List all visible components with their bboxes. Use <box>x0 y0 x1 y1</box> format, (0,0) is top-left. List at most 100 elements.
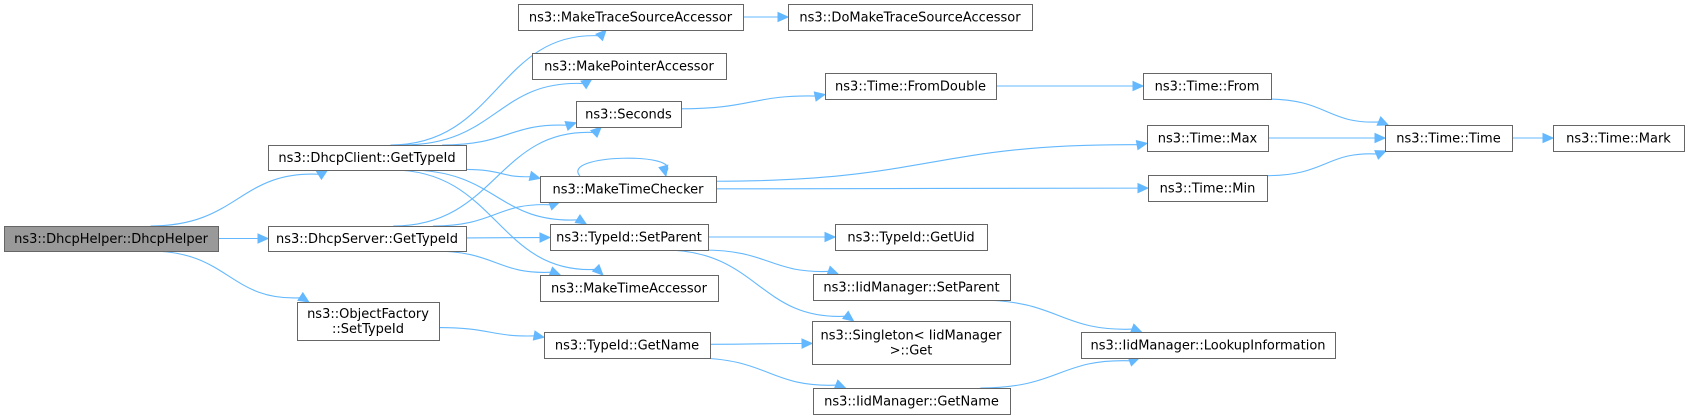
node-label-makepointeraccessor: ns3::MakePointerAccessor <box>544 60 714 75</box>
edge-server_gettypeid-to-maketimechecker <box>432 204 553 227</box>
node-label-time_mark: ns3::Time::Mark <box>1566 132 1671 147</box>
node-box-time_time <box>1385 125 1513 152</box>
node-label-server_gettypeid: ns3::DhcpServer::GetTypeId <box>276 232 458 247</box>
edge-maketimechecker-to-maketimechecker <box>577 157 669 177</box>
node-time_min[interactable]: ns3::Time::Min <box>1148 175 1268 202</box>
node-root[interactable]: ns3::DhcpHelper::DhcpHelper <box>4 226 219 252</box>
edge-seconds-to-time_fromdouble <box>680 95 818 110</box>
edge-objectfactory_settypeid-to-typeid_getname <box>438 327 537 337</box>
node-box-root <box>4 226 219 252</box>
node-label-maketracesourceaccessor: ns3::MakeTraceSourceAccessor <box>529 11 733 26</box>
node-label-time_time: ns3::Time::Time <box>1396 132 1500 147</box>
node-box-iidmanager_getname <box>813 388 1011 415</box>
node-makepointeraccessor[interactable]: ns3::MakePointerAccessor <box>532 53 727 80</box>
node-label-typeid_getuid: ns3::TypeId::GetUid <box>847 231 974 246</box>
edge-client_gettypeid-to-maketimeaccessor <box>392 169 598 270</box>
node-box-iidmanager_setparent <box>813 274 1011 301</box>
edge-client_gettypeid-to-seconds <box>442 124 569 146</box>
edge-client_gettypeid-to-maketimechecker <box>465 168 533 178</box>
node-label-iidmanager_getname: ns3::IidManager::GetName <box>824 395 999 410</box>
node-client_gettypeid[interactable]: ns3::DhcpClient::GetTypeId <box>268 145 467 171</box>
node-label-objectfactory_settypeid: ns3::ObjectFactory <box>307 307 429 322</box>
node-typeid_getuid[interactable]: ns3::TypeId::GetUid <box>835 224 988 251</box>
node-singleton_get[interactable]: ns3::Singleton< IidManager>::Get <box>812 321 1011 365</box>
node-objectfactory_settypeid[interactable]: ns3::ObjectFactory::SetTypeId <box>297 302 440 341</box>
node-box-time_mark <box>1553 125 1685 152</box>
node-label-maketimeaccessor: ns3::MakeTimeAccessor <box>551 282 708 297</box>
node-time_from[interactable]: ns3::Time::From <box>1143 73 1272 100</box>
node-label-root: ns3::DhcpHelper::DhcpHelper <box>14 232 208 247</box>
edge-maketimechecker-to-time_max <box>715 144 1140 182</box>
node-label-typeid_getname: ns3::TypeId::GetName <box>555 339 699 354</box>
arrowhead-client_gettypeid-to-maketimeaccessor <box>591 263 604 276</box>
node-box-client_gettypeid <box>268 145 467 171</box>
node-iidmanager_lookupinformation[interactable]: ns3::IidManager::LookupInformation <box>1081 332 1336 359</box>
arrowhead-maketracesourceaccessor-to-domaketracesourceaccessor <box>777 11 790 23</box>
edge-root-to-client_gettypeid <box>150 173 321 227</box>
node-label-typeid_setparent: ns3::TypeId::SetParent <box>556 231 702 246</box>
node-box-objectfactory_settypeid <box>297 302 440 341</box>
edge-client_gettypeid-to-makepointeraccessor <box>402 82 586 146</box>
node-iidmanager_getname[interactable]: ns3::IidManager::GetName <box>813 388 1011 415</box>
node-box-time_min <box>1148 175 1268 202</box>
node-label-time_fromdouble: ns3::Time::FromDouble <box>835 80 986 95</box>
arrowhead-time_time-to-time_mark <box>1542 132 1555 144</box>
node-label-time_max: ns3::Time::Max <box>1158 132 1258 147</box>
node-domaketracesourceaccessor[interactable]: ns3::DoMakeTraceSourceAccessor <box>788 4 1033 31</box>
arrowhead-root-to-objectfactory_settypeid <box>297 291 310 303</box>
node-label-iidmanager_setparent: ns3::IidManager::SetParent <box>823 281 999 296</box>
edge-time_from-to-time_time <box>1267 98 1381 123</box>
arrowhead-server_gettypeid-to-typeid_setparent <box>539 232 552 243</box>
node-box-time_fromdouble <box>825 73 997 100</box>
node-label-objectfactory_settypeid: ::SetTypeId <box>332 322 404 337</box>
node-server_gettypeid[interactable]: ns3::DhcpServer::GetTypeId <box>268 226 467 252</box>
arrowhead-iidmanager_setparent-to-iidmanager_lookupinformation <box>1129 323 1143 334</box>
edge-typeid_getname-to-iidmanager_getname <box>693 357 839 386</box>
node-box-singleton_get <box>812 321 1011 365</box>
arrowhead-client_gettypeid-to-makepointeraccessor <box>580 78 593 90</box>
node-typeid_getname[interactable]: ns3::TypeId::GetName <box>544 332 711 359</box>
node-typeid_setparent[interactable]: ns3::TypeId::SetParent <box>550 224 709 251</box>
node-label-client_gettypeid: ns3::DhcpClient::GetTypeId <box>278 151 455 166</box>
node-box-seconds <box>576 101 682 128</box>
node-box-domaketracesourceaccessor <box>788 4 1033 31</box>
arrowhead-maketimechecker-to-time_min <box>1137 182 1150 194</box>
arrowhead-typeid_setparent-to-typeid_getuid <box>824 231 837 243</box>
arrowhead-client_gettypeid-to-maketracesourceaccessor <box>595 29 607 42</box>
edge-client_gettypeid-to-maketracesourceaccessor <box>390 35 601 146</box>
node-box-iidmanager_lookupinformation <box>1081 332 1336 359</box>
node-label-time_from: ns3::Time::From <box>1155 80 1260 95</box>
arrowhead-typeid_getname-to-singleton_get <box>801 338 814 349</box>
node-iidmanager_setparent[interactable]: ns3::IidManager::SetParent <box>813 274 1011 301</box>
edge-iidmanager_getname-to-iidmanager_lookupinformation <box>980 360 1132 389</box>
node-time_mark[interactable]: ns3::Time::Mark <box>1553 125 1685 152</box>
edge-client_gettypeid-to-typeid_setparent <box>408 169 580 221</box>
arrowhead-client_gettypeid-to-typeid_setparent <box>574 214 588 225</box>
node-time_time[interactable]: ns3::Time::Time <box>1385 125 1513 152</box>
node-maketimechecker[interactable]: ns3::MakeTimeChecker <box>540 176 717 203</box>
node-time_fromdouble[interactable]: ns3::Time::FromDouble <box>825 73 997 100</box>
edge-typeid_setparent-to-singleton_get <box>663 249 848 317</box>
node-time_max[interactable]: ns3::Time::Max <box>1147 125 1269 152</box>
arrowhead-root-to-client_gettypeid <box>315 169 329 181</box>
node-maketracesourceaccessor[interactable]: ns3::MakeTraceSourceAccessor <box>518 4 744 31</box>
node-label-seconds: ns3::Seconds <box>585 108 672 123</box>
edge-root-to-objectfactory_settypeid <box>149 250 303 299</box>
node-box-maketracesourceaccessor <box>518 4 744 31</box>
edges-layer <box>149 11 1555 390</box>
edge-maketimechecker-to-time_min <box>715 187 1141 190</box>
edge-typeid_getname-to-singleton_get <box>709 342 805 345</box>
arrowhead-time_max-to-time_time <box>1374 132 1387 144</box>
node-box-typeid_setparent <box>550 224 709 251</box>
node-label-maketimechecker: ns3::MakeTimeChecker <box>553 183 705 198</box>
arrowhead-typeid_getname-to-iidmanager_getname <box>833 379 847 390</box>
node-maketimeaccessor[interactable]: ns3::MakeTimeAccessor <box>540 275 719 302</box>
node-box-maketimechecker <box>540 176 717 203</box>
node-label-time_min: ns3::Time::Min <box>1160 182 1256 197</box>
edge-server_gettypeid-to-seconds <box>393 131 596 227</box>
node-seconds[interactable]: ns3::Seconds <box>576 101 682 128</box>
node-box-maketimeaccessor <box>540 275 719 302</box>
node-label-singleton_get: ns3::Singleton< IidManager <box>820 329 1002 344</box>
arrowhead-typeid_setparent-to-iidmanager_setparent <box>826 265 840 276</box>
